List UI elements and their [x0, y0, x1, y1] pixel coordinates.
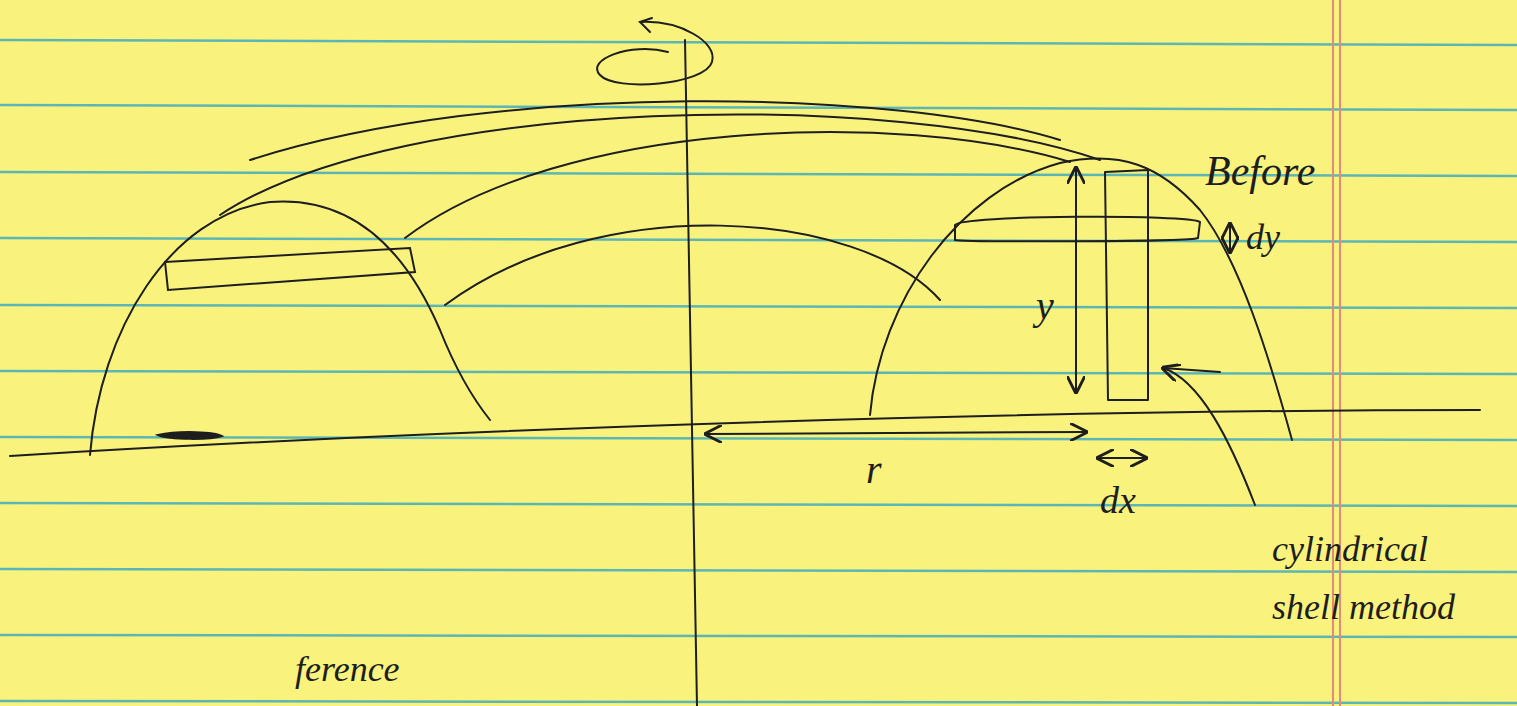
leader-line	[1163, 368, 1220, 372]
ink-blot	[158, 432, 222, 439]
rotation-arrowhead	[640, 18, 652, 32]
leader-line	[1163, 368, 1255, 505]
rotation-arrow	[597, 22, 713, 85]
dx-label: dx	[1100, 480, 1136, 522]
revolution-arc	[250, 101, 1060, 160]
dy-label: dy	[1246, 218, 1280, 258]
circumference-note: ference	[295, 650, 400, 690]
radius-label: r	[866, 448, 882, 492]
ground-axis	[10, 410, 1480, 456]
height-label: y	[1036, 284, 1054, 328]
left-hump	[90, 201, 490, 455]
right-hump	[870, 158, 1292, 440]
radius-arrow	[706, 432, 1086, 434]
solid-of-revolution-sketch	[10, 18, 1480, 706]
before-note: Before	[1205, 148, 1315, 194]
revolution-arc	[445, 226, 940, 305]
disk-slice	[955, 217, 1200, 242]
method-note: cylindrical shell method	[1272, 520, 1502, 636]
dy-arrow	[1229, 224, 1231, 252]
revolution-arc	[220, 114, 1100, 215]
height-arrow	[1075, 168, 1077, 392]
disk-slice	[165, 248, 415, 290]
shell-strip	[1105, 170, 1148, 400]
ruled-lines	[0, 40, 1517, 703]
dx-arrow	[1098, 457, 1146, 459]
